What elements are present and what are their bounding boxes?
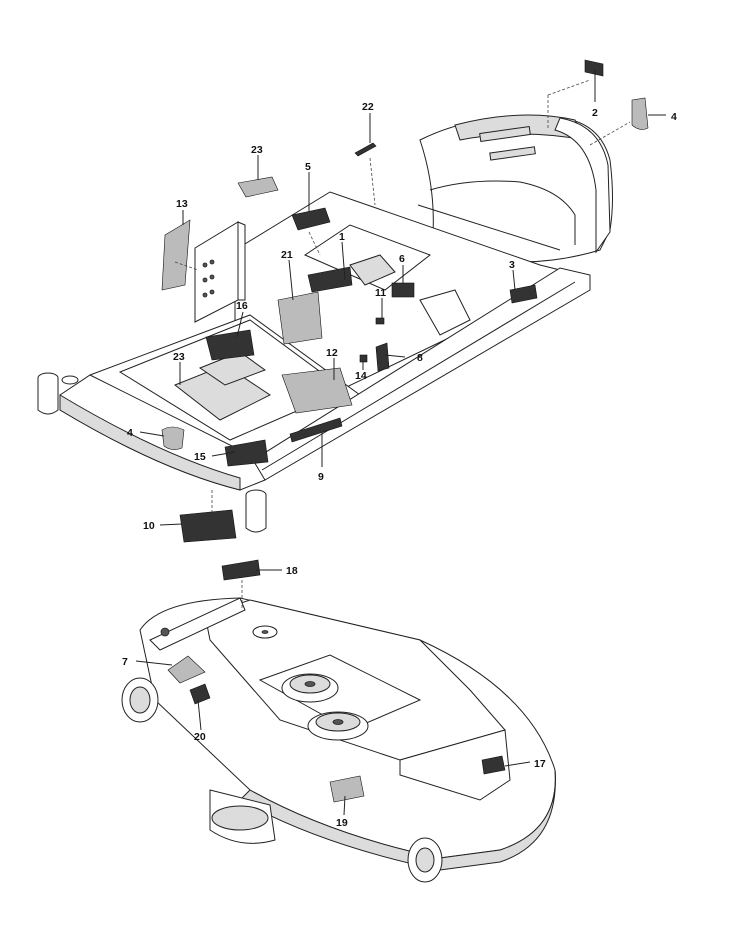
- callout-22: 22: [362, 101, 374, 113]
- callout-6: 6: [399, 253, 405, 265]
- callout-9: 9: [318, 471, 324, 483]
- leader-lines: [135, 70, 666, 816]
- decals: [161, 59, 649, 803]
- callout-19: 19: [336, 817, 348, 829]
- callout-23-mid: 23: [173, 351, 185, 363]
- callout-15: 15: [194, 451, 206, 463]
- callout-23-top: 23: [251, 144, 263, 156]
- callout-13: 13: [176, 198, 188, 210]
- callout-labels: 2 4 22 23 5 13 1 6 3 21 11 16 12 8 23 14…: [122, 101, 677, 829]
- callout-14: 14: [355, 370, 367, 382]
- chassis-frame: [37, 114, 613, 533]
- callout-4-front: 4: [127, 427, 133, 439]
- callout-16: 16: [236, 300, 248, 312]
- callout-20: 20: [194, 731, 206, 743]
- callout-17: 17: [534, 758, 546, 770]
- callout-11: 11: [375, 287, 386, 299]
- callout-12: 12: [326, 347, 338, 359]
- callout-2: 2: [592, 107, 598, 119]
- callout-21: 21: [281, 249, 293, 261]
- callout-8: 8: [417, 352, 423, 364]
- callout-18: 18: [286, 565, 298, 577]
- callout-10: 10: [143, 520, 155, 532]
- callout-5: 5: [305, 161, 311, 173]
- mower-deck: [121, 597, 556, 883]
- callout-4-top: 4: [671, 111, 677, 123]
- callout-3: 3: [509, 259, 515, 271]
- callout-1: 1: [339, 231, 345, 243]
- callout-7: 7: [122, 656, 128, 668]
